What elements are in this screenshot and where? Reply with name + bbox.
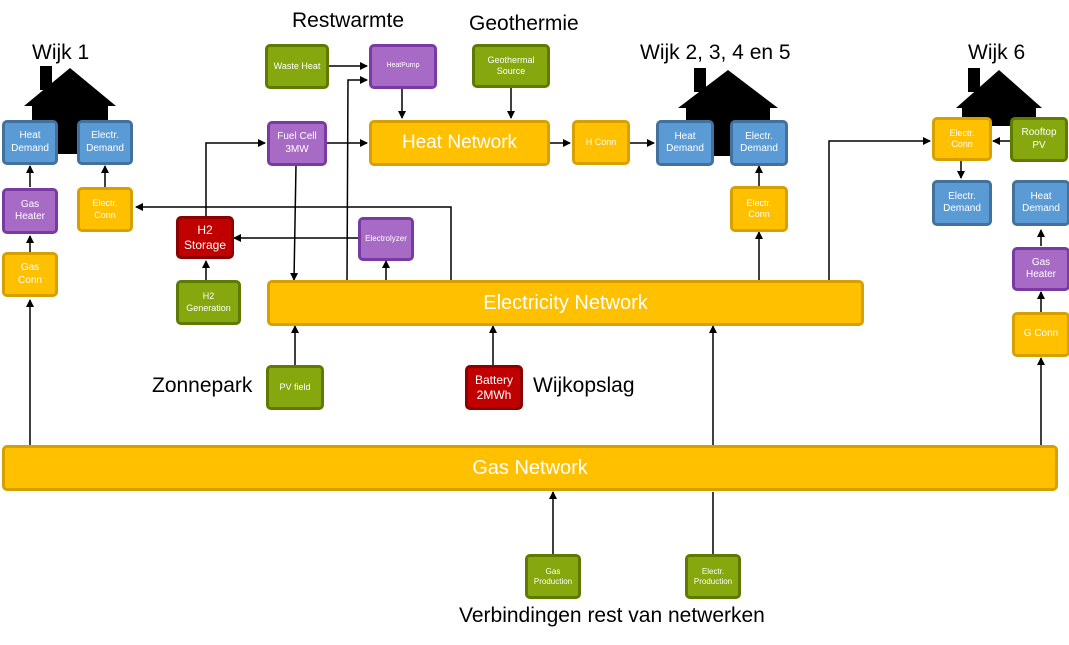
w1-gas-conn-node: Gas Conn xyxy=(2,252,58,297)
fuel-cell-node: Fuel Cell 3MW xyxy=(267,121,327,166)
g-conn-node: G Conn xyxy=(1012,312,1069,357)
battery-node: Battery 2MWh xyxy=(465,365,523,410)
label-footer: Verbindingen rest van netwerken xyxy=(459,604,765,627)
electricity-network-node: Electricity Network xyxy=(267,280,864,326)
w6-gas-heater-node: Gas Heater xyxy=(1012,247,1069,291)
heat-network-node: Heat Network xyxy=(369,120,550,166)
arrow-fuelcell-to-elecnetwork xyxy=(290,164,299,281)
electr-production-node: Electr. Production xyxy=(685,554,741,599)
h-conn-node: H Conn xyxy=(572,120,630,165)
electrolyzer-node: Electrolyzer xyxy=(358,217,414,261)
label-wijk1: Wijk 1 xyxy=(32,41,90,64)
arrow-elecnetwork-to-w6-elconn xyxy=(828,137,931,282)
arrow-elecnetwork-to-heatpump xyxy=(346,76,368,283)
w2-heat-demand-node: Heat Demand xyxy=(656,120,714,166)
w2-electr-demand-node: Electr. Demand xyxy=(730,120,788,166)
label-wijkopslag: Wijkopslag xyxy=(533,374,635,397)
house-icon xyxy=(956,68,1042,126)
arrow-storage-to-fuelcell xyxy=(205,139,266,216)
h2-storage-node: H2 Storage xyxy=(176,216,234,259)
gas-network-node: Gas Network xyxy=(2,445,1058,491)
arrow-elecnetwork-to-w1-elconn xyxy=(135,203,452,282)
label-zonnepark: Zonnepark xyxy=(152,374,253,397)
w6-heat-demand-node: Heat Demand xyxy=(1012,180,1069,226)
label-wijk6: Wijk 6 xyxy=(968,41,1026,64)
geothermal-source-node: Geothermal Source xyxy=(472,44,550,88)
label-wijk2345: Wijk 2, 3, 4 en 5 xyxy=(640,41,791,64)
gas-production-node: Gas Production xyxy=(525,554,581,599)
pv-field-node: PV field xyxy=(266,365,324,410)
w6-electr-demand-node: Electr. Demand xyxy=(932,180,992,226)
w1-electr-demand-node: Electr. Demand xyxy=(77,120,133,165)
rooftop-pv-node: Rooftop PV xyxy=(1010,117,1068,162)
label-geothermie: Geothermie xyxy=(469,12,579,35)
waste-heat-node: Waste Heat xyxy=(265,44,329,89)
w2-electr-conn-node: Electr. Conn xyxy=(730,186,788,232)
heatpump-node: HeatPump xyxy=(369,44,437,89)
w6-electr-conn-node: Electr. Conn xyxy=(932,117,992,161)
w1-heat-demand-node: Heat Demand xyxy=(2,120,58,165)
w1-electr-conn-node: Electr. Conn xyxy=(77,187,133,232)
label-restwarmte: Restwarmte xyxy=(292,9,405,32)
w1-gas-heater-node: Gas Heater xyxy=(2,188,58,234)
h2-generation-node: H2 Generation xyxy=(176,280,241,325)
